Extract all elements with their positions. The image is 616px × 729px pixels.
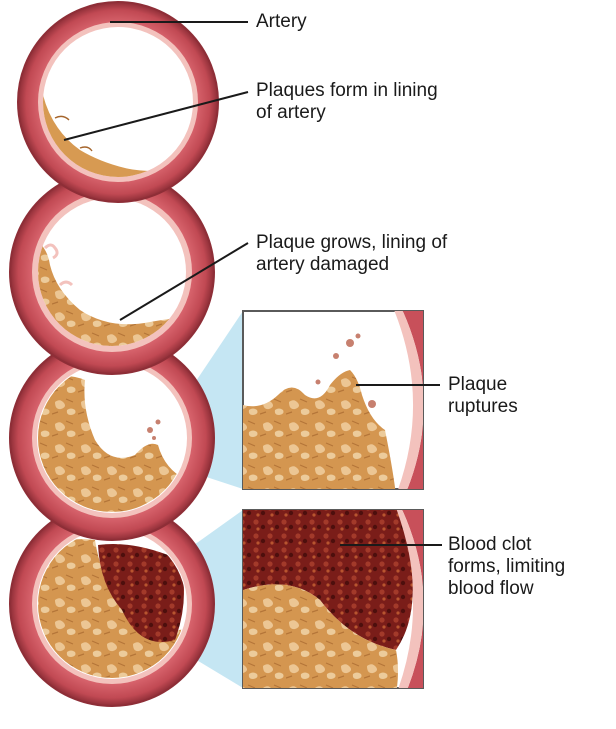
artery-stage-1	[17, 1, 219, 203]
artery-stage-2	[9, 169, 215, 375]
label-stage-1-line-2: of artery	[256, 102, 326, 123]
label-stage-4-line-1: Blood clot	[448, 534, 532, 555]
label-artery: Artery	[256, 11, 307, 33]
label-stage-1-line-1: Plaques form in lining	[256, 80, 438, 101]
label-stage-3-line-1: Plaque	[448, 374, 508, 395]
label-stage-2: Plaque grows, lining of artery damaged	[256, 232, 447, 276]
label-stage-4-line-2: forms, limiting	[448, 556, 566, 577]
artery-stage-3	[9, 335, 215, 541]
artery-stage-4	[9, 501, 215, 707]
label-stage-4: Blood clot forms, limiting blood flow	[448, 534, 565, 600]
label-stage-1: Plaques form in lining of artery	[256, 80, 438, 124]
zoom-box-clot	[242, 509, 424, 689]
label-stage-3: Plaque ruptures	[448, 374, 518, 418]
label-stage-3-line-2: ruptures	[448, 396, 518, 417]
label-stage-2-line-2: artery damaged	[256, 254, 390, 275]
zoom-box-rupture	[242, 310, 424, 490]
label-artery-text: Artery	[256, 11, 307, 32]
leader-line-stage-1	[63, 91, 249, 141]
leader-lines	[63, 21, 442, 546]
label-stage-2-line-1: Plaque grows, lining of	[256, 232, 448, 253]
label-stage-4-line-3: blood flow	[448, 578, 534, 599]
leader-line-stage-2	[119, 242, 249, 321]
